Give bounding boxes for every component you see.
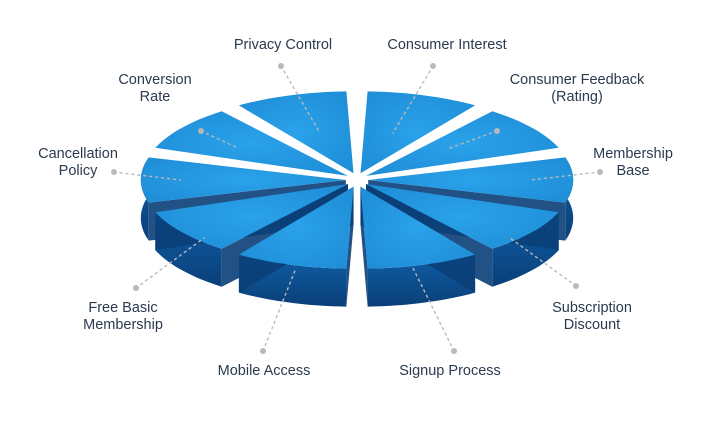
label-signup-process: Signup Process [399,363,501,379]
leader-dot [278,63,284,69]
leader-dot [573,283,579,289]
pie-slice-top [368,157,574,203]
label-membership-base: Membership Base [593,146,673,179]
pie-slice-top [140,157,346,203]
pie-slice [238,91,354,174]
leader-line [411,265,455,352]
leader-line [113,171,181,181]
label-mobile-access: Mobile Access [217,363,311,379]
leader-line [529,171,601,181]
leader-dot [111,169,117,175]
leader-line [262,267,297,352]
pie-slice-top [238,186,354,269]
label-privacy-control: Privacy Control [233,37,333,53]
pie-slice-top [360,186,476,269]
leader-dot [451,348,457,354]
leader-dot [198,128,204,134]
leader-dot [260,348,266,354]
label-subscription-discount: Subscription Discount [552,300,632,333]
pie-slice-top [238,91,354,174]
leader-line [449,130,498,149]
pie-slice [238,186,354,307]
leader-dot [133,285,139,291]
label-free-basic-membership: Free Basic Membership [83,300,163,333]
pie-slice-top [155,111,348,176]
leader-line [135,237,205,289]
leader-line [509,237,577,287]
pie-slice-top [366,184,559,249]
leader-line [200,130,239,149]
label-cancellation-policy: Cancellation Policy [38,146,118,179]
pie-slice [155,111,348,176]
pie-slice [360,91,476,174]
leader-dot [430,63,436,69]
leader-dot [494,128,500,134]
pie-slice-top [360,91,476,174]
pie-slice-wall [360,186,368,307]
leader-dot [597,169,603,175]
label-consumer-interest: Consumer Interest [387,37,507,53]
label-consumer-feedback: Consumer Feedback (Rating) [509,72,645,105]
label-conversion-rate: Conversion Rate [118,72,192,105]
pie-slice-top [155,184,348,249]
leader-line [392,65,434,134]
leader-line [280,65,321,134]
pie-slice [360,186,476,307]
